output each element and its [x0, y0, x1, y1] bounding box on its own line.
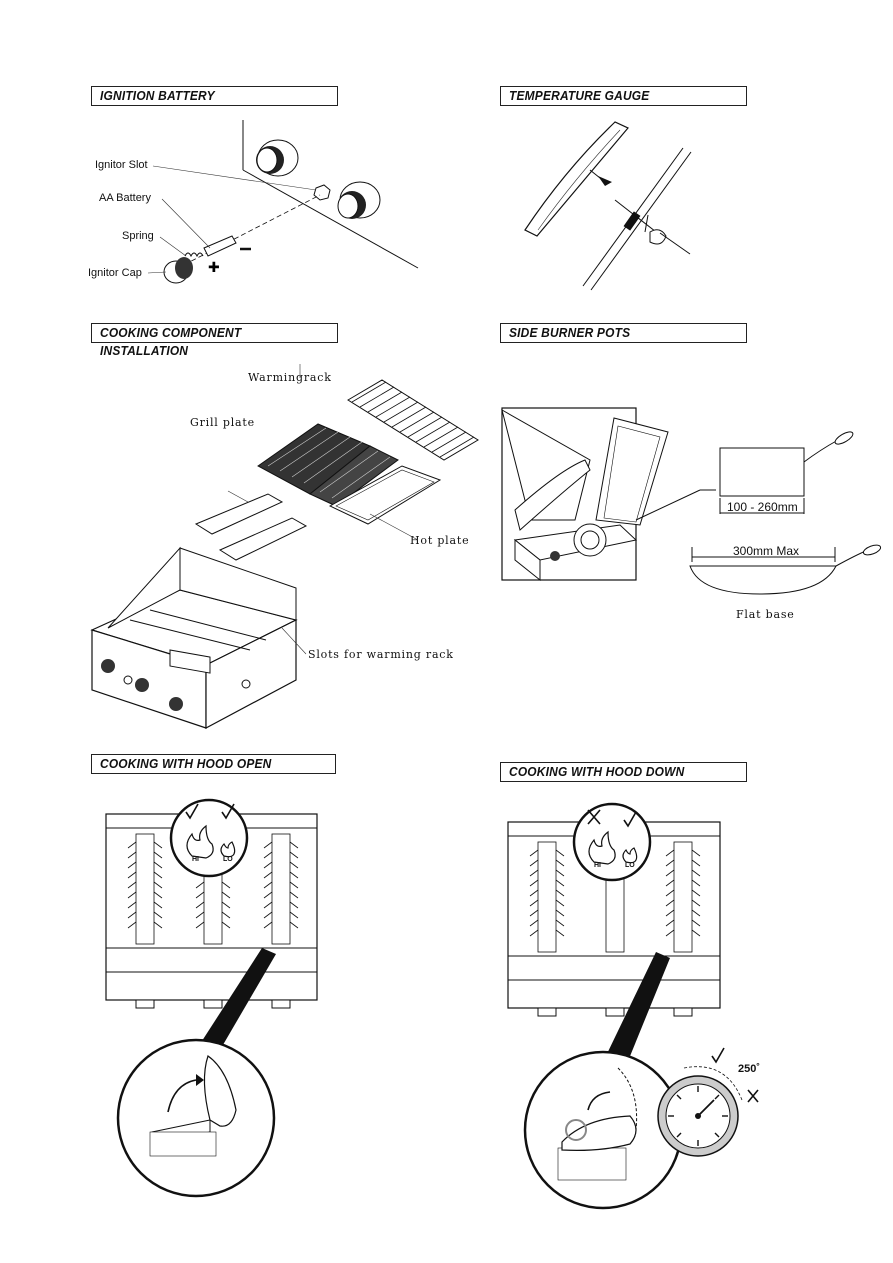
temperature-gauge-diagram — [524, 121, 692, 291]
warmingrack-label: Warmingrack — [248, 371, 332, 384]
ignition-battery-title: IGNITION BATTERY — [100, 88, 215, 103]
hood-down-header: COOKING WITH HOOD DOWN — [500, 762, 747, 782]
hood-open-header: COOKING WITH HOOD OPEN — [91, 754, 336, 774]
ignition-battery-header: IGNITION BATTERY — [91, 86, 338, 106]
svg-text:✚: ✚ — [208, 260, 220, 276]
temperature-gauge-header: TEMPERATURE GAUGE — [500, 86, 747, 106]
side-burner-diagram — [501, 407, 882, 595]
component-installation-diagram — [90, 364, 479, 729]
side-burner-title: SIDE BURNER POTS — [509, 325, 631, 340]
component-installation-title: COOKING COMPONENT INSTALLATION — [100, 325, 242, 358]
spring-label: Spring — [122, 230, 154, 242]
hood-open-title: COOKING WITH HOOD OPEN — [100, 756, 272, 771]
flat-base-label: Flat base — [736, 608, 795, 621]
side-burner-header: SIDE BURNER POTS — [500, 323, 747, 343]
slots-label: Slots for warming rack — [308, 648, 454, 661]
aa-battery-label: AA Battery — [99, 192, 151, 204]
hood-down-hi-label: HI — [594, 862, 601, 869]
hood-down-title: COOKING WITH HOOD DOWN — [509, 764, 685, 779]
hot-plate-label: Hot plate — [410, 534, 470, 547]
hood-down-lo-label: LO — [625, 862, 635, 869]
ignitor-slot-label: Ignitor Slot — [95, 159, 148, 171]
grill-plate-label: Grill plate — [190, 416, 255, 429]
ignition-battery-diagram: ✚ — [147, 120, 419, 284]
pan-max-label: 300mm Max — [733, 544, 800, 558]
hood-open-hi-label: HI — [192, 856, 199, 863]
component-installation-header: COOKING COMPONENT INSTALLATION — [91, 323, 338, 358]
hood-open-lo-label: LO — [223, 856, 233, 863]
temperature-limit-label: 250˚ — [738, 1063, 761, 1075]
temperature-gauge-title: TEMPERATURE GAUGE — [509, 88, 650, 103]
ignitor-cap-label: Ignitor Cap — [88, 267, 142, 279]
pot-range-label: 100 - 260mm — [727, 500, 798, 514]
